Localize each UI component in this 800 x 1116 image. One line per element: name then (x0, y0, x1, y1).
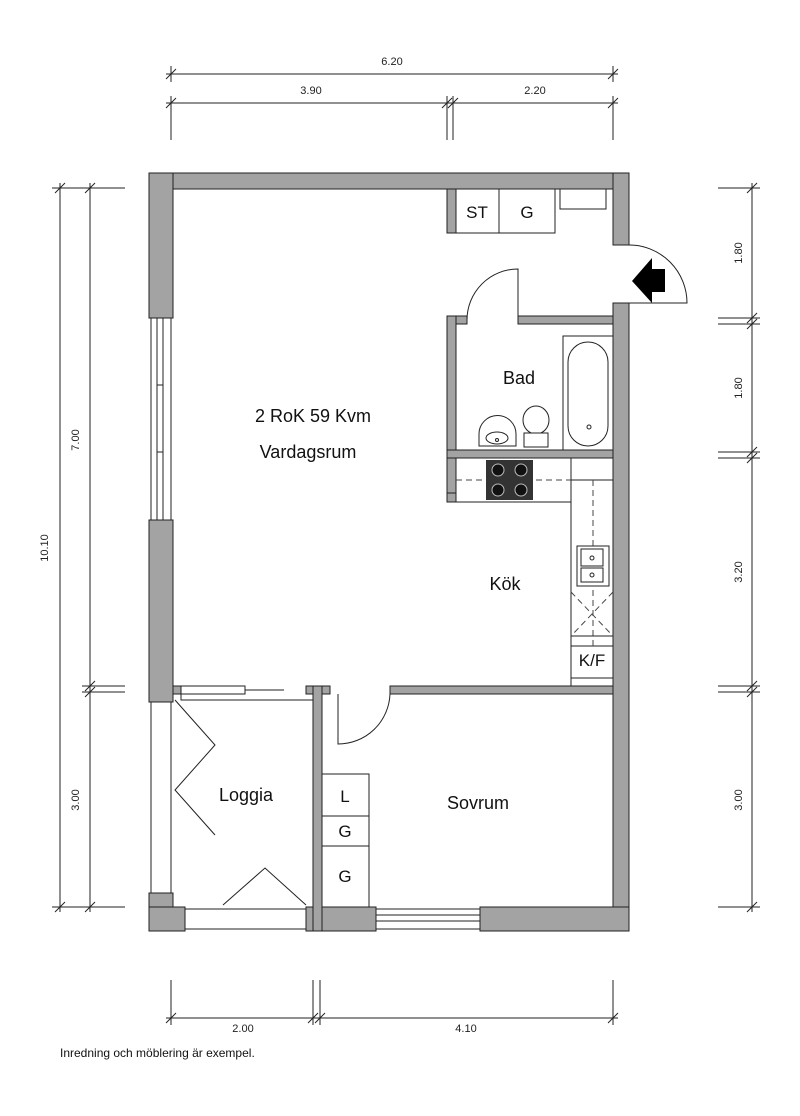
dim-bottom-right: 4.10 (455, 1023, 476, 1035)
dimension-lines-top (165, 66, 619, 140)
wardrobe-g-label-1: G (338, 822, 351, 841)
wardrobe-g-label-2: G (338, 867, 351, 886)
kitchen-sink-icon (576, 545, 610, 587)
dimension-lines-left (52, 182, 125, 913)
dim-right-2: 1.80 (733, 377, 745, 398)
room-label-kitchen: Kök (489, 574, 521, 594)
closet-g-hall-label: G (520, 203, 533, 222)
entrance-arrow-icon (632, 258, 665, 303)
dim-left-total: 10.10 (39, 534, 51, 562)
dim-top-right: 2.20 (524, 85, 545, 97)
walls (148, 172, 630, 932)
room-label-living: Vardagsrum (260, 442, 357, 462)
windows (150, 317, 481, 930)
dimension-lines-bottom (165, 980, 619, 1025)
dim-right-3: 3.20 (733, 561, 745, 582)
dim-right-4: 3.00 (733, 789, 745, 810)
dimension-lines-right (718, 182, 760, 913)
dim-top-total: 6.20 (381, 56, 402, 68)
disclaimer-note: Inredning och möblering är exempel. (60, 1046, 255, 1060)
closet-st-label: ST (466, 203, 488, 222)
bedroom-wardrobes (321, 773, 370, 908)
dim-bottom-left: 2.00 (232, 1023, 253, 1035)
hall-closets (455, 188, 607, 234)
room-label-bath: Bad (503, 368, 535, 388)
room-label-bedroom: Sovrum (447, 793, 509, 813)
dim-left-upper: 7.00 (70, 429, 82, 450)
room-label-loggia: Loggia (219, 785, 274, 805)
apartment-summary: 2 RoK 59 Kvm (255, 406, 371, 426)
fridge-freezer-label: K/F (579, 651, 605, 670)
doors (174, 244, 688, 906)
wardrobe-l-label: L (340, 787, 349, 806)
dim-left-lower: 3.00 (70, 789, 82, 810)
bathroom-fixtures (478, 335, 614, 451)
dim-top-left: 3.90 (300, 85, 321, 97)
stove-icon (486, 460, 533, 500)
kitchen-counters (455, 457, 614, 687)
dim-right-1: 1.80 (733, 242, 745, 263)
